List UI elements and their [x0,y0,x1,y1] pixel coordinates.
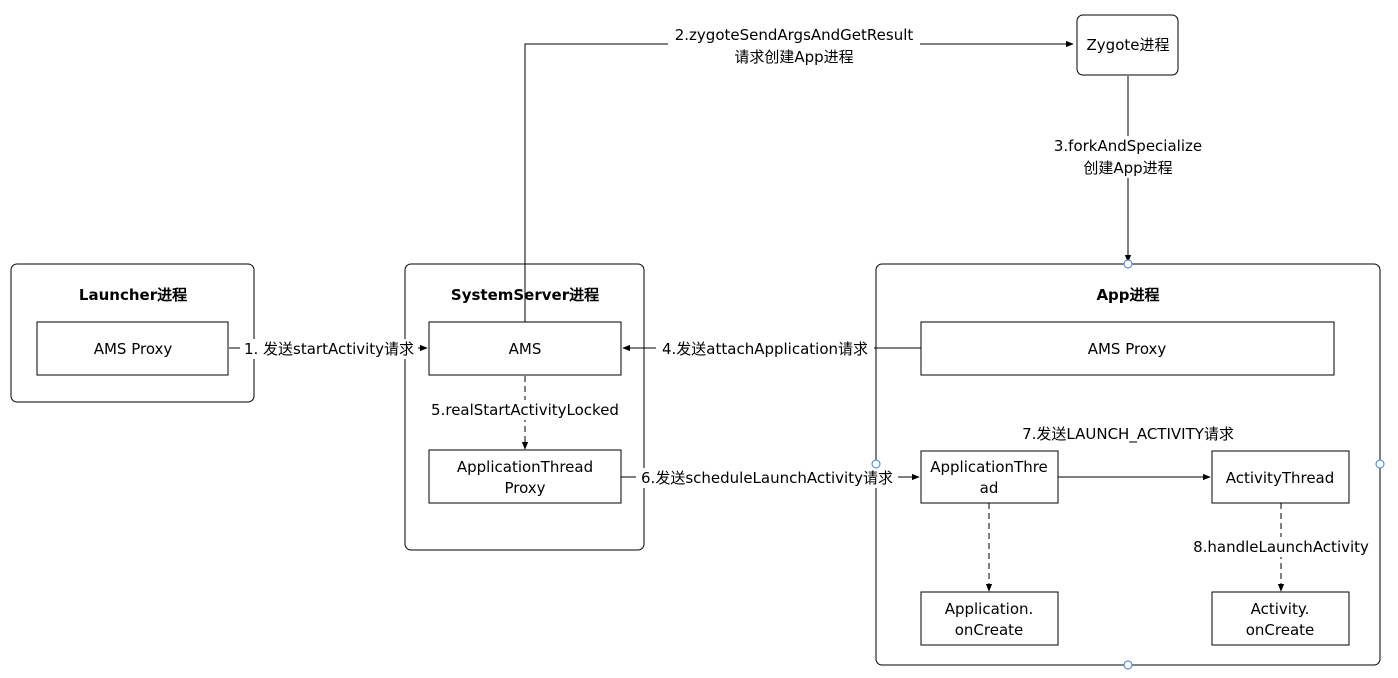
node-label: Proxy [504,479,545,497]
edge-label-2: 2.zygoteSendArgsAndGetResult 请求创建App进程 [668,26,920,66]
edge-label-text: 7.发送LAUNCH_ACTIVITY请求 [1022,425,1234,444]
node-label: Application. [945,600,1034,618]
activity-thread-node: ActivityThread [1211,450,1350,504]
node-label: AMS Proxy [94,340,173,358]
edge-label-text: 8.handleLaunchActivity [1193,538,1369,556]
node-label: onCreate [955,621,1024,639]
edge-label-text: 创建App进程 [1083,159,1172,177]
application-oncreate-node: Application. onCreate [920,591,1059,646]
zygote-node: Zygote进程 [1076,14,1179,76]
edge-label-4: 4.发送attachApplication请求 [656,339,874,359]
edge-label-text: 请求创建App进程 [734,48,853,66]
node-label: ApplicationThre [930,458,1048,476]
container-port-right[interactable] [1375,459,1385,469]
edge-label-text: 5.realStartActivityLocked [431,401,619,419]
container-port-bottom[interactable] [1123,660,1133,670]
application-thread-proxy-node: ApplicationThread Proxy [428,449,622,504]
node-label: Activity. [1251,600,1310,618]
edge-label-text: 4.发送attachApplication请求 [662,340,868,358]
container-port-top[interactable] [1123,259,1133,269]
node-label: ad [980,479,999,497]
edge-label-text: 2.zygoteSendArgsAndGetResult [675,26,914,44]
container-port-left[interactable] [871,459,881,469]
edge-label-text: 6.发送scheduleLaunchActivity请求 [641,469,893,487]
node-label: onCreate [1246,621,1315,639]
launcher-process-title: Launcher进程 [79,286,187,304]
edge-label-7: 7.发送LAUNCH_ACTIVITY请求 [1022,425,1234,444]
edge-label-8: 8.handleLaunchActivity [1190,537,1372,557]
edge-label-5: 5.realStartActivityLocked [428,400,622,420]
app-ams-proxy-node: AMS Proxy [920,321,1335,376]
edge-label-6: 6.发送scheduleLaunchActivity请求 [636,468,898,488]
edge-label-1: 1. 发送startActivity请求 [240,339,418,359]
node-label: AMS Proxy [1088,340,1167,358]
app-process-title: App进程 [1096,286,1159,304]
edge-label-text: 1. 发送startActivity请求 [244,340,414,358]
edge-label-text: 3.forkAndSpecialize [1054,137,1202,155]
node-label: AMS [509,340,542,358]
application-thread-node: ApplicationThre ad [920,450,1059,504]
edge-label-3: 3.forkAndSpecialize 创建App进程 [1050,136,1206,178]
launcher-ams-proxy-node: AMS Proxy [36,321,229,376]
ams-node: AMS [428,321,622,376]
activity-oncreate-node: Activity. onCreate [1211,591,1350,646]
node-label: ActivityThread [1226,469,1335,487]
node-label: ApplicationThread [457,458,593,476]
node-label: Zygote进程 [1087,36,1170,54]
